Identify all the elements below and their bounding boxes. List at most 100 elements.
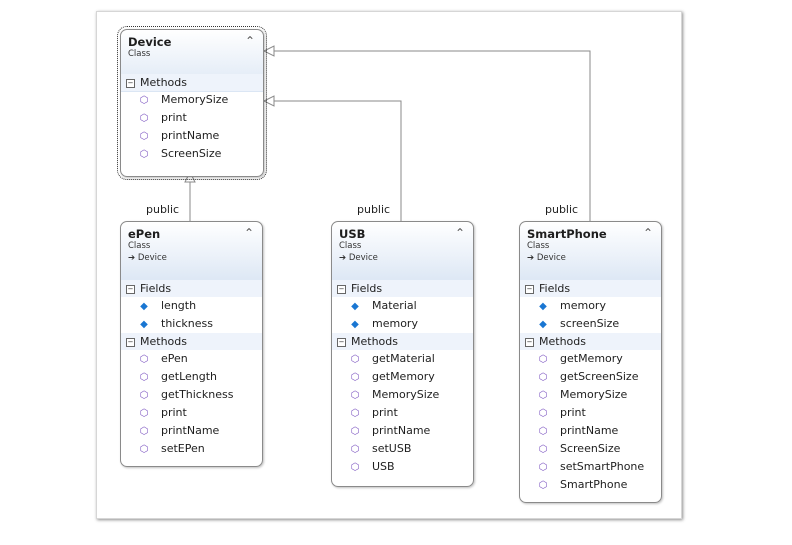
method-item[interactable]: ⬡print <box>520 404 661 422</box>
fields-section-header[interactable]: −Fields <box>520 280 661 297</box>
base-class: ➔ Device <box>339 253 378 263</box>
method-cube-icon: ⬡ <box>139 149 149 160</box>
method-cube-icon: ⬡ <box>139 408 149 419</box>
collapse-minus-icon[interactable]: − <box>126 338 135 347</box>
method-cube-icon: ⬡ <box>350 444 360 455</box>
class-epen[interactable]: ePen Class ➔ Device ⌃ −Fields ◆length ◆t… <box>120 221 263 467</box>
method-item[interactable]: ⬡getScreenSize <box>520 368 661 386</box>
method-cube-icon: ⬡ <box>139 95 149 106</box>
method-cube-icon: ⬡ <box>139 426 149 437</box>
method-cube-icon: ⬡ <box>350 408 360 419</box>
method-item[interactable]: ⬡MemorySize <box>121 91 263 109</box>
method-item[interactable]: ⬡getThickness <box>121 386 262 404</box>
class-header[interactable]: Device Class ⌃ <box>121 30 263 74</box>
collapse-minus-icon[interactable]: − <box>337 285 346 294</box>
method-cube-icon: ⬡ <box>350 390 360 401</box>
method-item[interactable]: ⬡setUSB <box>332 440 473 458</box>
collapse-minus-icon[interactable]: − <box>525 338 534 347</box>
class-stereotype: Class <box>128 241 151 251</box>
field-item[interactable]: ◆screenSize <box>520 315 661 333</box>
method-item[interactable]: ⬡MemorySize <box>520 386 661 404</box>
method-cube-icon: ⬡ <box>139 444 149 455</box>
method-cube-icon: ⬡ <box>538 462 548 473</box>
field-item[interactable]: ◆thickness <box>121 315 262 333</box>
class-header[interactable]: ePen Class ➔ Device ⌃ <box>121 222 262 280</box>
methods-section-header[interactable]: −Methods <box>520 333 661 350</box>
class-header[interactable]: USB Class ➔ Device ⌃ <box>332 222 473 280</box>
chevron-up-icon[interactable]: ⌃ <box>642 226 653 240</box>
method-item[interactable]: ⬡getMemory <box>520 350 661 368</box>
collapse-minus-icon[interactable]: − <box>126 285 135 294</box>
method-item[interactable]: ⬡print <box>332 404 473 422</box>
methods-section-header[interactable]: −Methods <box>121 333 262 350</box>
method-cube-icon: ⬡ <box>538 372 548 383</box>
method-item[interactable]: ⬡MemorySize <box>332 386 473 404</box>
collapse-minus-icon[interactable]: − <box>337 338 346 347</box>
class-name: Device <box>128 35 172 49</box>
collapse-minus-icon[interactable]: − <box>126 79 135 88</box>
field-item[interactable]: ◆memory <box>520 297 661 315</box>
method-item[interactable]: ⬡ScreenSize <box>121 145 263 163</box>
method-cube-icon: ⬡ <box>139 131 149 142</box>
method-cube-icon: ⬡ <box>350 372 360 383</box>
method-cube-icon: ⬡ <box>538 426 548 437</box>
fields-section-header[interactable]: −Fields <box>332 280 473 297</box>
method-cube-icon: ⬡ <box>538 408 548 419</box>
method-cube-icon: ⬡ <box>538 354 548 365</box>
fields-section-header[interactable]: −Fields <box>121 280 262 297</box>
method-item[interactable]: ⬡getMaterial <box>332 350 473 368</box>
chevron-up-icon[interactable]: ⌃ <box>243 226 254 240</box>
method-cube-icon: ⬡ <box>139 354 149 365</box>
method-item[interactable]: ⬡USB <box>332 458 473 476</box>
method-cube-icon: ⬡ <box>139 390 149 401</box>
field-lock-icon: ◆ <box>140 319 148 330</box>
field-lock-icon: ◆ <box>539 301 547 312</box>
method-item[interactable]: ⬡print <box>121 109 263 127</box>
class-stereotype: Class <box>128 49 151 59</box>
method-cube-icon: ⬡ <box>350 354 360 365</box>
class-name: ePen <box>128 227 161 241</box>
class-header[interactable]: SmartPhone Class ➔ Device ⌃ <box>520 222 661 280</box>
method-cube-icon: ⬡ <box>350 462 360 473</box>
class-usb[interactable]: USB Class ➔ Device ⌃ −Fields ◆Material ◆… <box>331 221 474 487</box>
method-item[interactable]: ⬡print <box>121 404 262 422</box>
method-item[interactable]: ⬡getLength <box>121 368 262 386</box>
method-cube-icon: ⬡ <box>538 480 548 491</box>
method-item[interactable]: ⬡getMemory <box>332 368 473 386</box>
method-cube-icon: ⬡ <box>538 444 548 455</box>
field-item[interactable]: ◆memory <box>332 315 473 333</box>
methods-section-header[interactable]: −Methods <box>332 333 473 350</box>
method-item[interactable]: ⬡ScreenSize <box>520 440 661 458</box>
method-cube-icon: ⬡ <box>538 390 548 401</box>
chevron-up-icon[interactable]: ⌃ <box>244 34 255 48</box>
method-item[interactable]: ⬡ePen <box>121 350 262 368</box>
class-stereotype: Class <box>527 241 550 251</box>
relation-label-epen: public <box>146 203 180 216</box>
method-item[interactable]: ⬡SmartPhone <box>520 476 661 494</box>
relation-label-usb: public <box>357 203 391 216</box>
class-stereotype: Class <box>339 241 362 251</box>
class-smartphone[interactable]: SmartPhone Class ➔ Device ⌃ −Fields ◆mem… <box>519 221 662 503</box>
field-lock-icon: ◆ <box>140 301 148 312</box>
method-item[interactable]: ⬡printName <box>121 127 263 145</box>
relation-label-smartphone: public <box>545 203 579 216</box>
base-class: ➔ Device <box>128 253 167 263</box>
method-item[interactable]: ⬡setSmartPhone <box>520 458 661 476</box>
class-name: SmartPhone <box>527 227 607 241</box>
method-item[interactable]: ⬡setEPen <box>121 440 262 458</box>
field-lock-icon: ◆ <box>351 301 359 312</box>
method-cube-icon: ⬡ <box>139 372 149 383</box>
method-item[interactable]: ⬡printName <box>520 422 661 440</box>
method-item[interactable]: ⬡printName <box>121 422 262 440</box>
collapse-minus-icon[interactable]: − <box>525 285 534 294</box>
class-device[interactable]: Device Class ⌃ −Methods ⬡MemorySize ⬡pri… <box>117 26 267 180</box>
field-lock-icon: ◆ <box>539 319 547 330</box>
chevron-up-icon[interactable]: ⌃ <box>454 226 465 240</box>
class-name: USB <box>339 227 366 241</box>
field-item[interactable]: ◆Material <box>332 297 473 315</box>
method-item[interactable]: ⬡printName <box>332 422 473 440</box>
field-item[interactable]: ◆length <box>121 297 262 315</box>
field-lock-icon: ◆ <box>351 319 359 330</box>
methods-section-header[interactable]: −Methods <box>121 74 263 91</box>
base-class: ➔ Device <box>527 253 566 263</box>
